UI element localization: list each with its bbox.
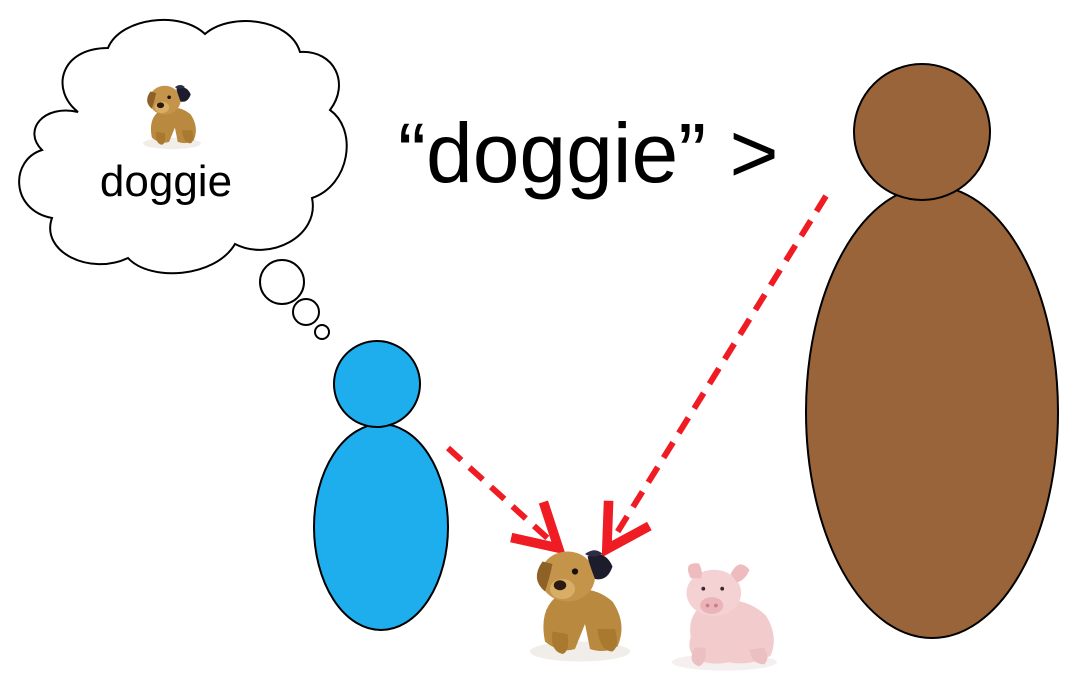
thought-dot-medium	[292, 298, 320, 326]
child-body	[313, 423, 449, 631]
toy-pig	[671, 563, 777, 671]
thought-dot-large	[259, 259, 305, 305]
adult-head	[853, 63, 991, 201]
adult-body	[805, 185, 1059, 639]
child-head	[333, 340, 421, 428]
toy-dog	[530, 550, 630, 662]
adult-figure	[805, 63, 1059, 639]
adult-gaze-arrow	[601, 194, 829, 558]
speech-utterance: “doggie” >	[398, 106, 779, 200]
child-figure	[313, 340, 449, 631]
thought-word: doggie	[100, 157, 232, 206]
thought-dot-small	[314, 324, 330, 340]
child-gaze-arrow	[445, 445, 566, 555]
thought-bubble: doggie	[18, 18, 348, 340]
